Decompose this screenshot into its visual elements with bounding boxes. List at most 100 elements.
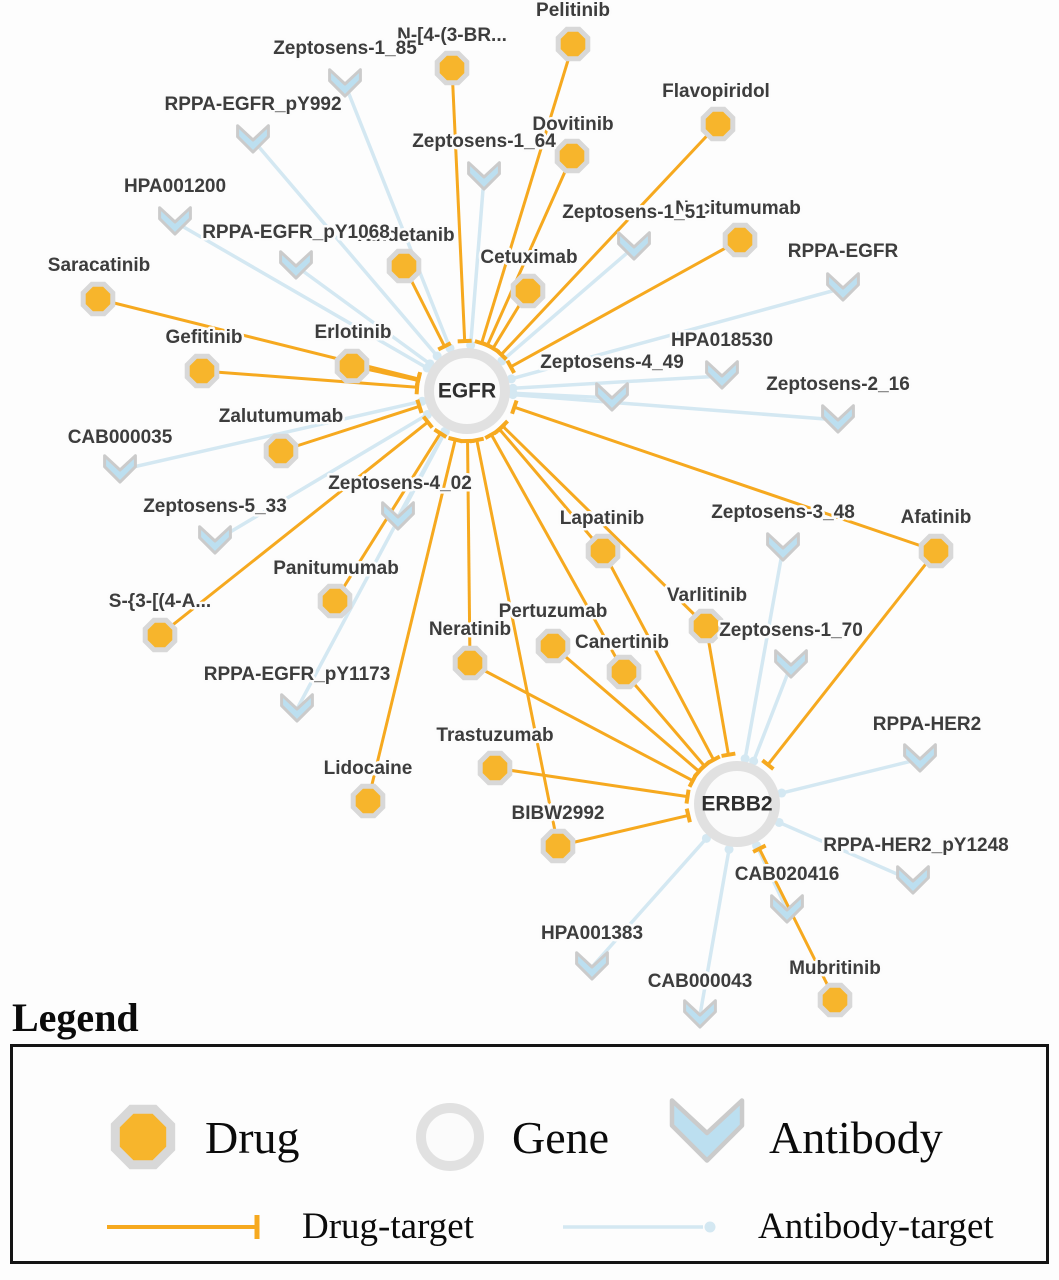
drug-node-Pertuzumab [535, 628, 571, 664]
drug-node-Pelitinib [555, 26, 591, 62]
drug-target-edge [513, 405, 937, 553]
node-label: Dovitinib [532, 114, 613, 135]
drug-node-Panitumumab [317, 583, 353, 619]
node-label: Lidocaine [324, 758, 413, 779]
antibody-target-edge [468, 176, 486, 346]
node-label: Neratinib [429, 619, 511, 640]
node-label: Flavopiridol [662, 81, 770, 102]
antibody-node-CAB000035 [103, 454, 137, 484]
drug-target-edge [201, 369, 418, 389]
drug-edge-tee-bar [752, 843, 767, 854]
node-label: RPPA-EGFR_pY992 [164, 94, 341, 115]
node-label: Trastuzumab [436, 725, 553, 746]
drug-edge-tee-bar [447, 436, 463, 444]
drug-node-Afatinib [918, 533, 954, 569]
drug-node-Zalutumumab [263, 433, 299, 469]
antibody-node-CAB020416 [770, 894, 804, 924]
node-label: RPPA-EGFR [788, 241, 899, 262]
drug-target-edge [498, 428, 605, 552]
drug-node-Dovitinib [554, 138, 590, 174]
drug-node-N-[4-(3-BR... [434, 50, 470, 86]
drug-edge-tee-bar [469, 436, 485, 444]
antibody-edge-endpoint-dot [508, 390, 518, 400]
gene-node-EGFR [424, 348, 510, 434]
antibody-target-edge [294, 264, 431, 366]
drug-target-edge [469, 661, 694, 782]
gene-label-ERBB2: ERBB2 [701, 793, 772, 816]
antibody-edge-endpoint-dot [466, 340, 476, 350]
node-label: Zeptosens-1_64 [412, 131, 556, 152]
legend-item-gene: Gene [408, 1095, 609, 1179]
drug-node-Mubritinib [817, 982, 853, 1018]
legend-item-drug: Drug [101, 1095, 300, 1179]
antibody-target-edge [500, 245, 636, 363]
legend-box: Drug Gene Antibody Drug-target Antibody-… [10, 1044, 1049, 1264]
antibody-target-edge [781, 757, 921, 795]
antibody-node-Zeptosens-1_85 [328, 68, 362, 98]
legend-gene-label: Gene [512, 1111, 610, 1163]
node-label: Zeptosens-3_48 [711, 502, 855, 523]
node-label: HPA018530 [671, 330, 773, 351]
node-label: S-{3-[(4-A... [109, 591, 211, 612]
node-label: Erlotinib [314, 322, 391, 343]
drug-target-edge [494, 766, 688, 799]
antibody-target-edge [512, 392, 839, 422]
drug-edge-tee-bar [721, 751, 736, 758]
antibody-target-edge [698, 849, 731, 1016]
node-label: RPPA-HER2_pY1248 [823, 835, 1009, 856]
drug-edge-tee-bar [761, 758, 775, 771]
drug-node-Vandetanib [386, 248, 422, 284]
antibody-node-Zeptosens-1_70 [774, 649, 808, 679]
drug-target-edge [466, 440, 472, 664]
antibody-edge-endpoint-dot [508, 383, 518, 393]
antibody-target-edge-icon [563, 1221, 716, 1232]
drug-edge-tee-bar [687, 773, 698, 788]
node-label: Lapatinib [560, 508, 644, 529]
drug-node-Neratinib [452, 645, 488, 681]
node-label: Pertuzumab [499, 601, 608, 622]
drug-target-edge [480, 43, 575, 344]
drug-edge-tee-bar [437, 341, 452, 352]
drug-target-edge [622, 671, 706, 767]
drug-edge-tee-bar [684, 789, 691, 804]
node-label: Zeptosens-1_51 [562, 202, 706, 223]
antibody-target-edge [343, 83, 452, 349]
drug-target-edge [490, 433, 626, 673]
antibody-edge-endpoint-dot [749, 756, 759, 766]
node-label: Pelitinib [536, 0, 610, 21]
drug-target-edge [366, 439, 457, 802]
drug-edge-tee-bar [415, 399, 424, 414]
antibody-target-edge [510, 286, 844, 381]
antibody-edge-endpoint-dot [506, 374, 516, 384]
drug-target-edge [486, 155, 574, 346]
antibody-target-edge [590, 837, 708, 969]
drug-target-edge [510, 238, 741, 369]
antibody-edge-endpoint-dot [740, 754, 750, 764]
drug-edge-tee-bar [484, 429, 499, 440]
legend-drug-target-label: Drug-target [302, 1206, 474, 1247]
antibody-node-icon [669, 1098, 745, 1163]
node-label: Zeptosens-1_70 [719, 620, 863, 641]
gene-label-EGFR: EGFR [438, 380, 496, 403]
antibody-node-Zeptosens-5_33 [198, 525, 232, 555]
antibody-node-Zeptosens-2_16 [821, 404, 855, 434]
legend-item-antibody: Antibody [665, 1095, 943, 1179]
drug-target-edge [475, 439, 560, 847]
gene-node-ERBB2 [694, 761, 780, 847]
node-label: RPPA-HER2 [873, 714, 981, 735]
drug-edge-tee-bar [421, 415, 434, 429]
antibody-target-edge [778, 820, 914, 883]
legend-item-drug-target: Drug-target [105, 1205, 474, 1248]
node-label: CAB020416 [735, 864, 840, 885]
drug-edge-tee-bar [697, 759, 712, 773]
antibody-edge-endpoint-dot [774, 817, 784, 827]
drug-node-Lidocaine [350, 783, 386, 819]
antibody-edge-endpoint-dot [724, 844, 734, 854]
antibody-node-RPPA-EGFR_pY992 [236, 124, 270, 154]
drug-node-Lapatinib [585, 533, 621, 569]
drug-target-edge [557, 813, 689, 848]
antibody-node-HPA001200 [158, 206, 192, 236]
antibody-target-edge [512, 391, 613, 400]
legend-drug-label: Drug [205, 1111, 300, 1163]
